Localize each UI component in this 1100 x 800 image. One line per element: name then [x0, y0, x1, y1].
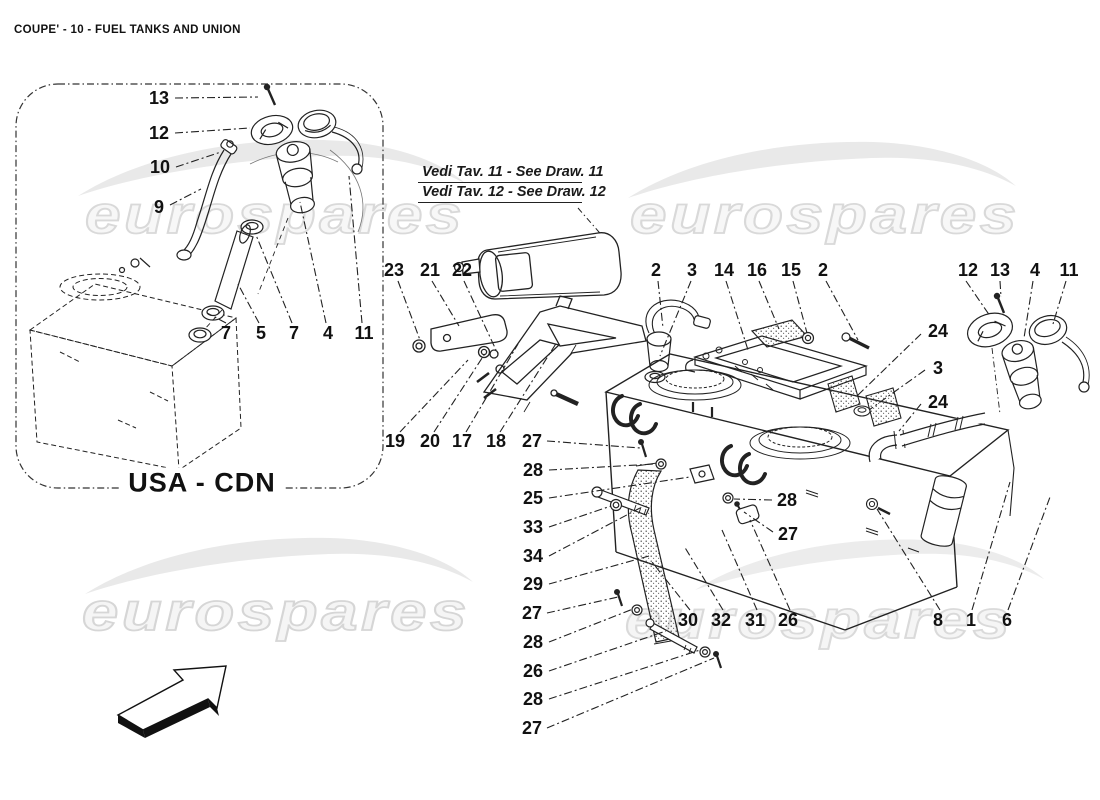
callout-number-30: 30	[677, 610, 699, 630]
callout-number-28: 28	[776, 490, 798, 510]
bracket-drawings	[412, 295, 647, 413]
callout-number-19: 19	[384, 431, 406, 451]
callout-number-34: 34	[522, 546, 544, 566]
callout-number-13: 13	[989, 260, 1011, 280]
callout-number-33: 33	[522, 517, 544, 537]
callout-number-22: 22	[451, 260, 473, 280]
callout-number-27: 27	[521, 718, 543, 738]
callout-number-18: 18	[485, 431, 507, 451]
canister-drawing	[453, 232, 622, 300]
callout-number-25: 25	[522, 488, 544, 508]
callout-number-21: 21	[419, 260, 441, 280]
callout-number-3: 3	[932, 358, 944, 378]
callout-number-11: 11	[1059, 260, 1079, 280]
note-line-1: Vedi Tav. 11 - See Draw. 11	[418, 164, 604, 183]
callout-number-12: 12	[957, 260, 979, 280]
watermark-top-left: eurospares	[78, 139, 466, 246]
callout-number-15: 15	[780, 260, 802, 280]
watermark-top-right: eurospares	[628, 141, 1020, 246]
watermark-bottom-right: eurospares	[624, 539, 1045, 651]
callout-number-27: 27	[777, 524, 799, 544]
callout-number-6: 6	[1001, 610, 1013, 630]
svg-text:eurospares: eurospares	[85, 185, 465, 245]
svg-text:eurospares: eurospares	[630, 185, 1020, 245]
callout-number-17: 17	[451, 431, 473, 451]
callout-number-4: 4	[1029, 260, 1041, 280]
main-leader-lines	[397, 280, 1067, 729]
callout-number-14: 14	[713, 260, 735, 280]
callout-number-26: 26	[522, 661, 544, 681]
callout-number-12: 12	[148, 123, 170, 143]
callout-number-31: 31	[744, 610, 766, 630]
callout-number-5: 5	[255, 323, 267, 343]
page-title: COUPE' - 10 - FUEL TANKS AND UNION	[14, 24, 241, 36]
callout-number-3: 3	[686, 260, 698, 280]
callout-number-28: 28	[522, 460, 544, 480]
callout-number-20: 20	[419, 431, 441, 451]
filler-neck-drawing	[966, 292, 1090, 415]
callout-number-7: 7	[288, 323, 300, 343]
callout-number-24: 24	[927, 392, 949, 412]
callout-number-28: 28	[522, 689, 544, 709]
drawing-reference-note: Vedi Tav. 11 - See Draw. 11 Vedi Tav. 12…	[418, 164, 606, 203]
callout-number-1: 1	[965, 610, 977, 630]
callout-number-13: 13	[148, 88, 170, 108]
callout-number-2: 2	[650, 260, 662, 280]
inset-region-label: USA - CDN	[120, 467, 284, 499]
inset-leader-lines	[169, 96, 363, 324]
callout-number-28: 28	[522, 632, 544, 652]
callout-number-9: 9	[153, 197, 165, 217]
svg-text:eurospares: eurospares	[625, 590, 1013, 650]
callout-number-10: 10	[149, 157, 171, 177]
callout-number-16: 16	[746, 260, 768, 280]
pump-and-tray-drawings	[644, 299, 870, 400]
strap-and-fasteners	[591, 439, 760, 669]
watermark-bottom-left: eurospares	[81, 537, 473, 643]
svg-text:eurospares: eurospares	[82, 582, 470, 642]
callout-number-26: 26	[777, 610, 799, 630]
callout-number-27: 27	[521, 603, 543, 623]
callout-number-8: 8	[932, 610, 944, 630]
callout-number-23: 23	[383, 260, 405, 280]
callout-number-27: 27	[521, 431, 543, 451]
callout-number-11: 11	[354, 323, 374, 343]
callout-number-2: 2	[817, 260, 829, 280]
callout-number-29: 29	[522, 574, 544, 594]
callout-number-24: 24	[927, 321, 949, 341]
callout-number-4: 4	[322, 323, 334, 343]
note-line-2: Vedi Tav. 12 - See Draw. 12	[418, 184, 606, 203]
fuel-tank-drawing	[604, 346, 1015, 631]
direction-arrow-icon	[116, 665, 227, 738]
callout-number-7: 7	[220, 323, 232, 343]
inset-drawing	[28, 83, 364, 471]
callout-number-32: 32	[710, 610, 732, 630]
